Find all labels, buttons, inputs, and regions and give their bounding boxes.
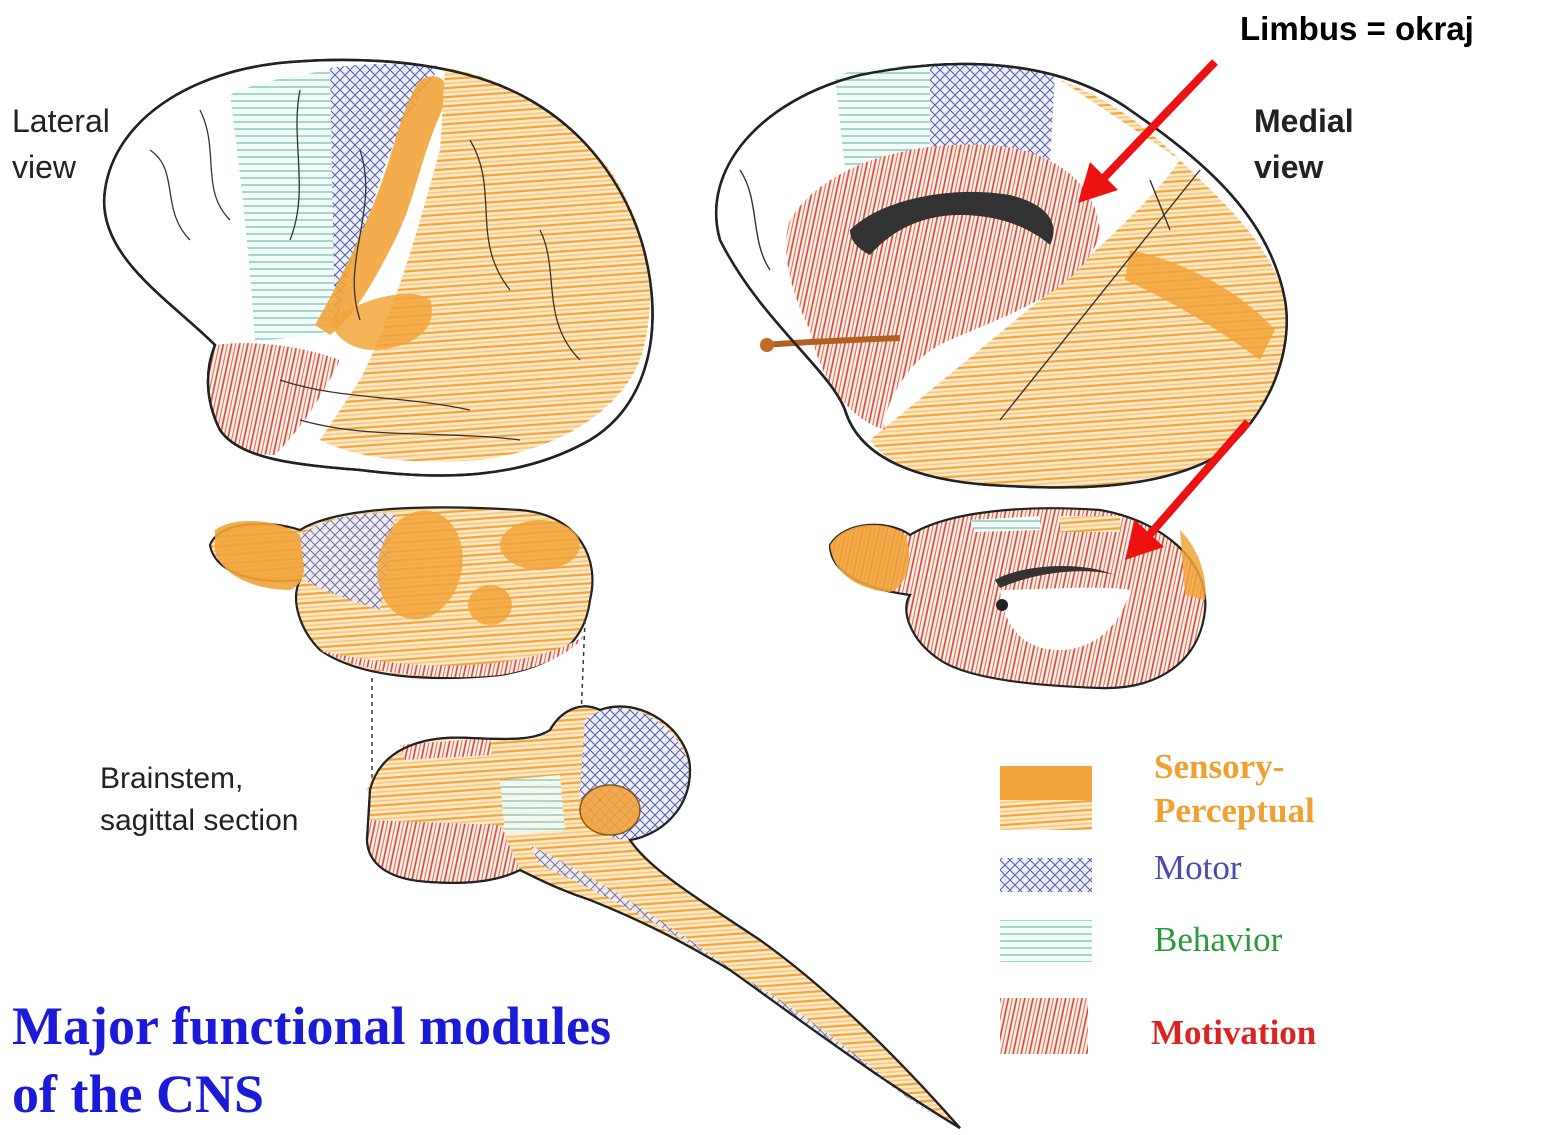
lateral-view-label: Lateral view	[12, 98, 110, 190]
medial-view-label: Medial view	[1254, 98, 1354, 190]
legend-swatch-sensory-hatch	[1000, 800, 1092, 830]
legend-swatch-motivation	[1000, 998, 1088, 1054]
legend-swatches	[1000, 766, 1092, 1054]
legend-swatch-sensory	[1000, 766, 1092, 800]
medial-brain-figure	[716, 64, 1287, 488]
legend-label-behavior: Behavior	[1154, 918, 1282, 962]
figure-title: Major functional modules of the CNS	[12, 992, 611, 1128]
legend-label-motivation: Motivation	[1151, 1011, 1316, 1055]
brainstem-label: Brainstem, sagittal section	[100, 758, 298, 842]
legend-swatch-motor	[1000, 858, 1092, 892]
legend-label-motor: Motor	[1154, 846, 1242, 890]
limbus-annotation: Limbus = okraj	[1240, 10, 1474, 48]
legend-label-sensory: Sensory- Perceptual	[1154, 745, 1315, 833]
lateral-brain-figure	[104, 60, 652, 476]
legend-swatch-behavior	[1000, 920, 1092, 962]
forebrain-section-left	[210, 502, 592, 678]
